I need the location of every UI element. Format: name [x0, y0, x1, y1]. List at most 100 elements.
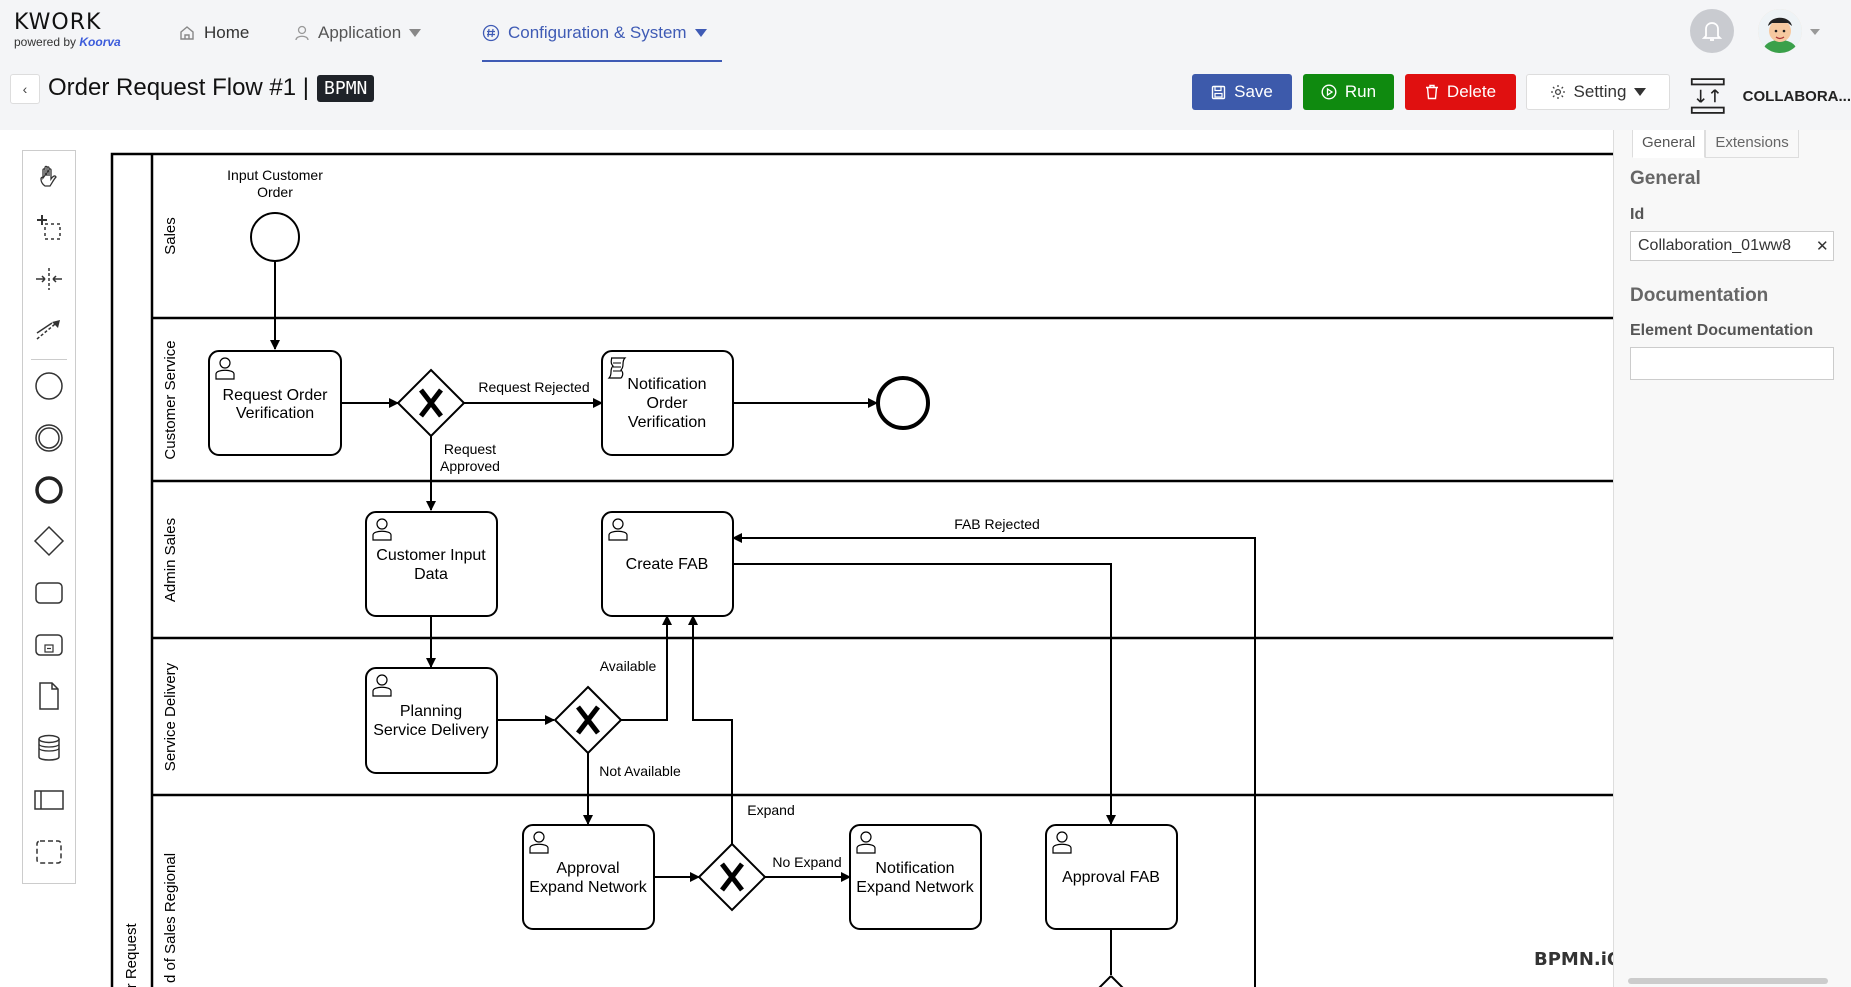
- notifications-button[interactable]: [1690, 9, 1734, 53]
- task-approval-fab[interactable]: Approval FAB: [1045, 824, 1178, 930]
- delete-button[interactable]: Delete: [1405, 74, 1516, 110]
- end-event-tool[interactable]: [23, 470, 75, 510]
- data-object-tool[interactable]: [23, 676, 75, 716]
- bpmn-io-watermark[interactable]: BPMN.iO: [1534, 949, 1623, 970]
- pool-label: er Request: [123, 922, 140, 987]
- element-documentation-field[interactable]: [1630, 347, 1834, 380]
- pool-tool[interactable]: [23, 780, 75, 820]
- user-task-icon: [1052, 831, 1072, 854]
- group-tool[interactable]: [23, 832, 75, 872]
- task-label: Service Delivery: [373, 722, 489, 739]
- task-tool[interactable]: [23, 573, 75, 613]
- hash-icon: [482, 24, 500, 42]
- flow-label-expand: Expand: [747, 802, 794, 818]
- back-button[interactable]: ‹: [10, 74, 40, 104]
- space-tool[interactable]: [23, 259, 75, 299]
- flow-label-fab-rejected: FAB Rejected: [954, 516, 1040, 532]
- flow-label-no-expand: No Expand: [772, 854, 841, 870]
- trash-icon: [1425, 84, 1438, 100]
- tab-extensions[interactable]: Extensions: [1705, 130, 1799, 158]
- connect-tool[interactable]: [23, 309, 75, 349]
- exclusive-gateway[interactable]: [697, 842, 767, 912]
- task-notification-expand-network[interactable]: Notification Expand Network: [849, 824, 982, 930]
- user-task-icon: [608, 518, 628, 541]
- page-title-text: Order Request Flow #1 |: [48, 74, 310, 101]
- gear-icon: [1550, 85, 1565, 99]
- intermediate-event-icon: [35, 424, 63, 452]
- chevron-down-icon: [1634, 88, 1647, 96]
- start-event-label-1: Input Customer: [227, 167, 323, 183]
- brand-name: KWORK: [14, 10, 102, 35]
- company-name: Koorva: [79, 35, 121, 49]
- task-label: Verification: [628, 414, 706, 431]
- pool-icon: [34, 790, 64, 810]
- top-nav: KWORK powered by Koorva Home Application…: [0, 0, 1851, 62]
- nav-configuration[interactable]: Configuration & System: [482, 18, 707, 48]
- tab-general[interactable]: General: [1632, 130, 1706, 158]
- group-icon: [36, 840, 62, 864]
- app-logo[interactable]: KWORK powered by Koorva: [14, 10, 121, 50]
- setting-dropdown[interactable]: Setting: [1526, 74, 1670, 110]
- flow-label-request-rejected: Request Rejected: [478, 379, 589, 395]
- gateway-tool[interactable]: [23, 521, 75, 561]
- task-notification-order-verification[interactable]: Notification Order Verification: [601, 350, 734, 456]
- play-circle-icon: [1321, 84, 1337, 100]
- pool-icon: [1690, 78, 1725, 114]
- task-label: Data: [414, 566, 448, 583]
- flow-label-available: Available: [600, 658, 657, 674]
- subprocess-icon: [35, 634, 63, 656]
- bpmn-canvas[interactable]: er Request Sales Customer Service Admin …: [0, 130, 1613, 987]
- documentation-heading: Documentation: [1630, 285, 1769, 306]
- exclusive-gateway[interactable]: [553, 685, 623, 755]
- space-icon: [36, 268, 62, 290]
- exclusive-gateway-partial[interactable]: [1097, 975, 1125, 987]
- user-avatar-icon: [1758, 9, 1802, 53]
- task-request-order-verification[interactable]: Request Order Verification: [208, 350, 342, 456]
- element-documentation-label: Element Documentation: [1630, 322, 1814, 339]
- exclusive-gateway[interactable]: [396, 368, 466, 438]
- palette-divider: [31, 359, 67, 360]
- tool-palette: [22, 150, 76, 884]
- gateway-icon: [33, 525, 65, 557]
- data-store-tool[interactable]: [23, 728, 75, 768]
- hand-tool[interactable]: [23, 157, 75, 197]
- task-planning-service-delivery[interactable]: Planning Service Delivery: [365, 667, 498, 774]
- chevron-down-icon[interactable]: [1810, 29, 1820, 35]
- save-label: Save: [1234, 82, 1273, 101]
- nav-application[interactable]: Application: [294, 18, 422, 48]
- hand-icon: [40, 165, 57, 187]
- task-label: Notification: [627, 376, 706, 393]
- bpmn-diagram[interactable]: er Request Sales Customer Service Admin …: [0, 130, 1613, 987]
- subprocess-tool[interactable]: [23, 625, 75, 665]
- start-event-icon: [35, 372, 63, 400]
- nav-home[interactable]: Home: [178, 18, 249, 48]
- pool[interactable]: [110, 152, 1613, 987]
- id-field[interactable]: Collaboration_01ww8: [1630, 231, 1834, 261]
- lane-label-head-of-sales-regional: d of Sales Regional: [162, 853, 179, 983]
- start-event-tool[interactable]: [23, 366, 75, 406]
- start-event[interactable]: [250, 212, 300, 262]
- nav-configuration-label: Configuration & System: [508, 23, 687, 42]
- intermediate-event-tool[interactable]: [23, 418, 75, 458]
- avatar[interactable]: [1758, 9, 1802, 53]
- home-icon: [180, 26, 194, 40]
- task-label: Order: [647, 395, 689, 412]
- end-event[interactable]: [876, 376, 930, 430]
- task-customer-input-data[interactable]: Customer Input Data: [365, 511, 498, 617]
- user-task-icon: [215, 357, 235, 380]
- run-button[interactable]: Run: [1303, 74, 1394, 110]
- data-object-icon: [39, 682, 59, 710]
- save-button[interactable]: Save: [1192, 74, 1292, 110]
- user-icon: [295, 25, 309, 41]
- save-icon: [1211, 85, 1226, 99]
- task-approval-expand-network[interactable]: Approval Expand Network: [522, 824, 655, 930]
- clear-id-button[interactable]: ✕: [1816, 238, 1829, 255]
- task-create-fab[interactable]: Create FAB: [601, 511, 734, 617]
- task-label: Create FAB: [626, 556, 709, 573]
- lasso-tool[interactable]: [23, 208, 75, 248]
- horizontal-scrollbar[interactable]: [1628, 978, 1828, 984]
- chevron-down-icon: [694, 29, 707, 37]
- chevron-left-icon: ‹: [22, 81, 28, 97]
- script-task-icon: [607, 357, 627, 379]
- bell-icon: [1701, 22, 1723, 41]
